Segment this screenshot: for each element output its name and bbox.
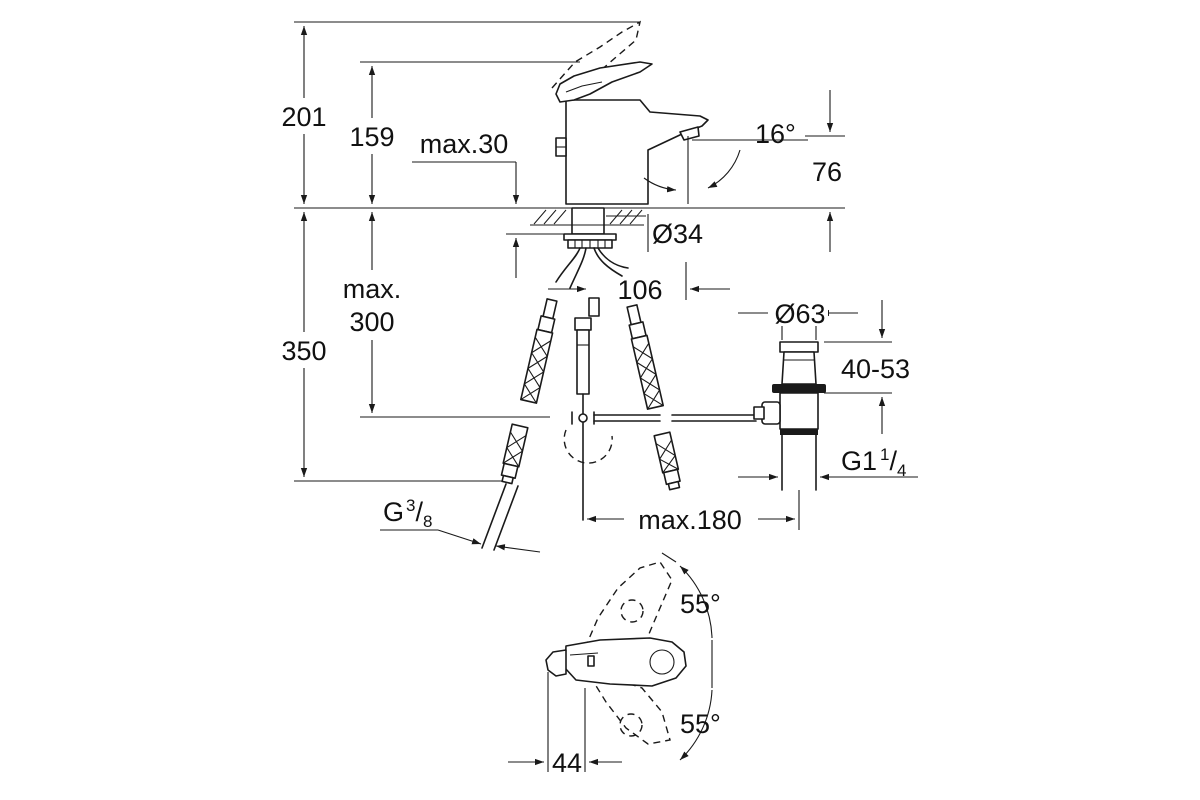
pop-up-waste <box>753 341 826 491</box>
hose-lower-left <box>500 423 529 485</box>
dim-76-label: 76 <box>812 157 842 187</box>
dim-55deg-bottom-label: 55° <box>680 709 721 739</box>
d63-dimension: Ø63 <box>738 296 858 340</box>
dim-d63-label: Ø63 <box>774 299 825 329</box>
dim-55deg-top-label: 55° <box>680 589 721 619</box>
dim-4053-label: 40-53 <box>841 354 910 384</box>
hose-right <box>626 304 664 410</box>
dim-300-label: 300 <box>349 307 394 337</box>
dim-max30-label: max.30 <box>420 129 509 159</box>
rotation-angle-dimensions: 55° 55° <box>661 552 721 761</box>
dim-44-label: 44 <box>552 748 582 778</box>
popup-rod <box>563 297 613 521</box>
dim-16deg-label: 16° <box>755 119 796 149</box>
flex-hoses <box>481 297 757 551</box>
dim-201-label: 201 <box>281 102 326 132</box>
d4053-dimension: 40-53 <box>824 300 910 434</box>
spout-angle-dimension: 16° <box>643 119 808 204</box>
dim-max-label: max. <box>343 274 402 304</box>
dim-d34-label: Ø34 <box>652 219 703 249</box>
d106-dimension: 106 <box>548 262 730 305</box>
hose-lower-right <box>653 431 681 491</box>
max30-dimension: max.30 <box>412 129 570 278</box>
hose-left <box>520 298 558 404</box>
height-dimensions: 201 159 max. 300 350 <box>274 21 845 482</box>
dim-159-label: 159 <box>349 122 394 152</box>
d44-dimension: 44 <box>508 672 622 778</box>
dim-106-label: 106 <box>617 275 662 305</box>
dim-350-label: 350 <box>281 336 326 366</box>
d34-dimension: Ø34 <box>606 214 703 252</box>
dim-max180-label: max.180 <box>638 505 742 535</box>
max180-dimension: max.180 <box>587 490 800 535</box>
h76-dimension: 76 <box>805 90 845 252</box>
faucet-top-view <box>545 561 687 745</box>
faucet-side-view <box>551 20 709 205</box>
countertop <box>530 207 644 289</box>
